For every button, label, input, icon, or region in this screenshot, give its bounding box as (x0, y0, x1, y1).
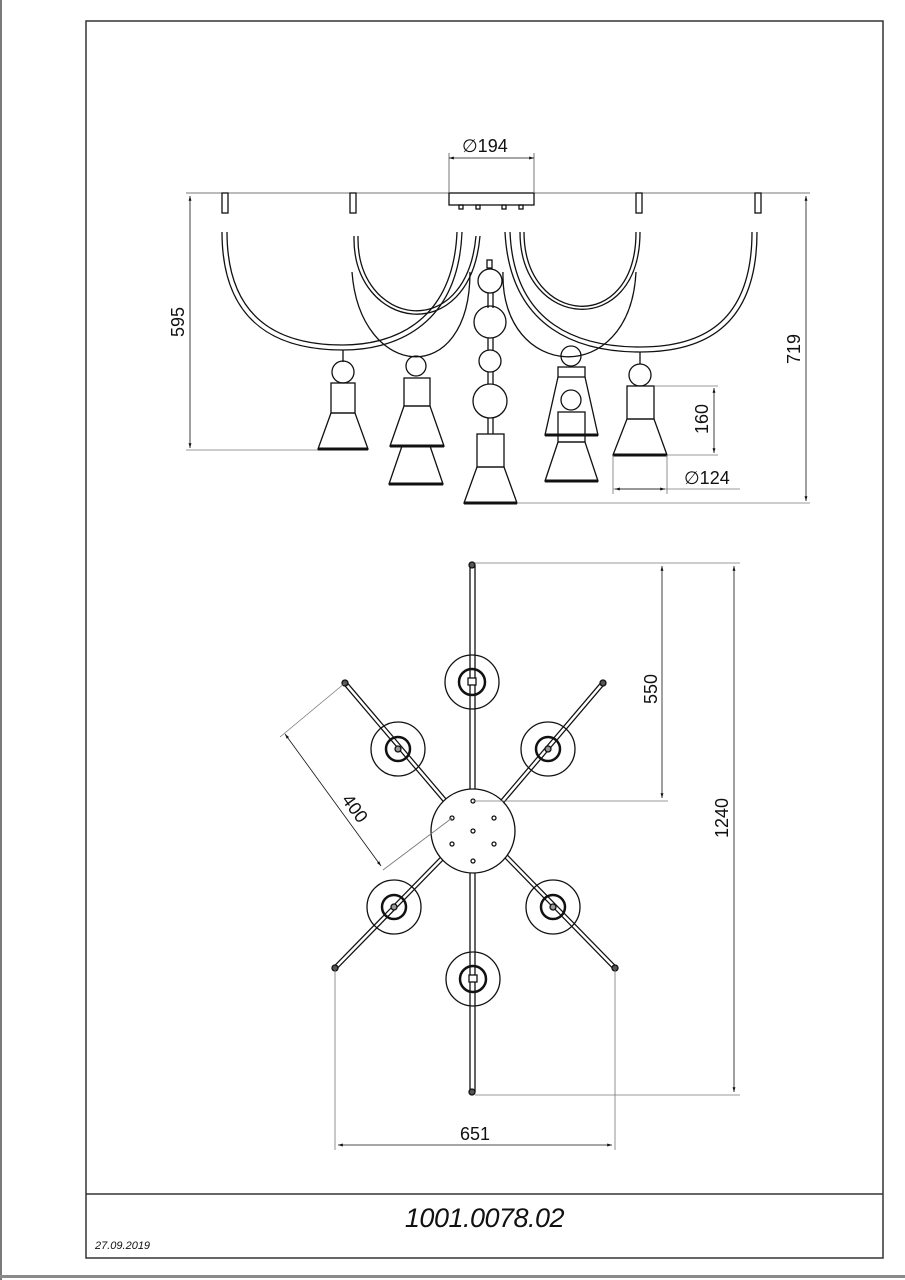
dim-arm-radius: 550 (641, 674, 661, 704)
dim-overall-length: 1240 (712, 798, 732, 838)
shade-top-4 (366, 879, 422, 935)
dim-shade-diameter: ∅124 (684, 468, 730, 488)
article-number: 1001.0078.02 (404, 1203, 565, 1233)
shade-top-1 (444, 654, 500, 710)
shade-top-2 (370, 721, 426, 777)
page-edge (0, 0, 2, 1280)
drawing-frame (85, 20, 884, 1259)
shade-top-3 (520, 721, 576, 777)
top-view (279, 561, 740, 1150)
canopy-top (430, 788, 516, 874)
dim-drop-height: 595 (168, 307, 188, 337)
side-view (186, 153, 810, 505)
shade-top-6 (445, 951, 501, 1007)
shade-top-5 (525, 879, 581, 935)
dim-overall-width: 651 (460, 1124, 490, 1144)
dim-shade-height: 160 (692, 404, 712, 434)
dim-canopy-diameter: ∅194 (462, 136, 508, 156)
page-edge (0, 1275, 905, 1278)
drawing-date: 27.09.2019 (95, 1240, 151, 1252)
canopy (448, 192, 535, 206)
dim-arm-length: 400 (338, 790, 372, 826)
dim-total-height: 719 (784, 334, 804, 364)
